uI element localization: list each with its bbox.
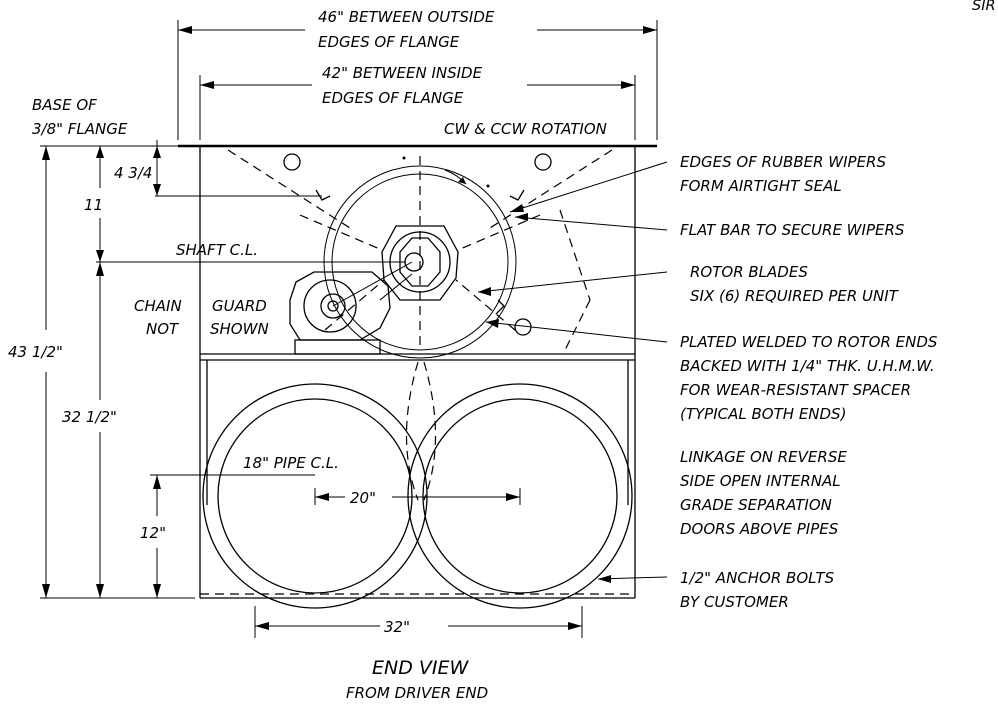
pipe-left — [202, 383, 428, 609]
plated-line3: FOR WEAR-RESISTANT SPACER — [680, 381, 911, 399]
base-flange-line2: 3/8" FLANGE — [32, 120, 128, 138]
anchor-line2: BY CUSTOMER — [680, 593, 789, 611]
dim-outside-line1: 46" BETWEEN OUTSIDE — [318, 8, 495, 26]
total-height-label: 43 1/2" — [8, 343, 63, 361]
callout-anchor: 1/2" ANCHOR BOLTS BY CUSTOMER — [597, 569, 835, 611]
pipe-height-label: 12" — [140, 524, 166, 542]
dim-outside-line2: EDGES OF FLANGE — [318, 33, 460, 51]
chain-line2: NOT — [146, 320, 180, 338]
pipe-right — [407, 383, 633, 609]
guard-line2: SHOWN — [210, 320, 269, 338]
height-11-label: 11 — [84, 196, 103, 214]
dim-height-top: 4 3/4 — [114, 140, 322, 197]
plated-line4: (TYPICAL BOTH ENDS) — [680, 405, 846, 423]
rotor-line1: ROTOR BLADES — [690, 263, 808, 281]
view-subtitle: FROM DRIVER END — [346, 684, 488, 702]
bolt-hole-top-left — [283, 153, 301, 171]
base-flange-line1: BASE OF — [32, 96, 97, 114]
plated-line2: BACKED WITH 1/4" THK. U.H.M.W. — [680, 357, 935, 375]
base-width-label: 32" — [384, 618, 410, 636]
sheet-ref: SIR — [972, 0, 996, 14]
height-top-label: 4 3/4 — [114, 164, 152, 182]
bolt-hole-top-right — [534, 153, 552, 171]
chain-line1: CHAIN — [134, 297, 182, 315]
linkage-line1: LINKAGE ON REVERSE — [680, 448, 847, 466]
shaft-cl-label: SHAFT C.L. — [176, 241, 258, 259]
guard-line1: GUARD — [212, 297, 267, 315]
dim-pipe-spacing: 20" — [314, 488, 521, 507]
rotation-note: CW & CCW ROTATION — [444, 120, 607, 138]
callout-plated: PLATED WELDED TO ROTOR ENDS BACKED WITH … — [485, 319, 938, 423]
view-title: END VIEW — [372, 657, 469, 679]
dim-inside-line2: EDGES OF FLANGE — [322, 89, 464, 107]
shaft-height-label: 32 1/2" — [62, 408, 117, 426]
dim-total-height: 43 1/2" — [8, 145, 195, 599]
dim-shaft-height: SHAFT C.L. 32 1/2" — [62, 241, 406, 598]
linkage-line3: GRADE SEPARATION — [680, 496, 832, 514]
wipers-line2: FORM AIRTIGHT SEAL — [680, 177, 842, 195]
callout-flat-bar: FLAT BAR TO SECURE WIPERS — [514, 213, 905, 239]
dim-outside-flange: 46" BETWEEN OUTSIDE EDGES OF FLANGE — [177, 8, 658, 140]
wipers-line1: EDGES OF RUBBER WIPERS — [680, 153, 886, 171]
pipe-cl-label: 18" PIPE C.L. — [243, 454, 339, 472]
note-linkage: LINKAGE ON REVERSE SIDE OPEN INTERNAL GR… — [680, 448, 847, 538]
rotor-hub — [381, 225, 459, 301]
rotor-line2: SIX (6) REQUIRED PER UNIT — [690, 287, 900, 305]
anchor-line1: 1/2" ANCHOR BOLTS — [680, 569, 835, 587]
rotor-assembly — [227, 149, 613, 359]
callout-rotor: ROTOR BLADES SIX (6) REQUIRED PER UNIT — [477, 263, 900, 305]
housing-frame — [178, 144, 657, 599]
dim-inside-flange: 42" BETWEEN INSIDE EDGES OF FLANGE — [199, 64, 636, 140]
flat-bar-label: FLAT BAR TO SECURE WIPERS — [680, 221, 905, 239]
pipe-spacing-label: 20" — [350, 489, 376, 507]
callout-wipers: EDGES OF RUBBER WIPERS FORM AIRTIGHT SEA… — [509, 153, 886, 213]
plated-line1: PLATED WELDED TO ROTOR ENDS — [680, 333, 938, 351]
linkage-line2: SIDE OPEN INTERNAL — [680, 472, 841, 490]
dim-height-11: 11 — [84, 146, 104, 262]
pipes — [202, 361, 633, 609]
dim-pipe-height: 18" PIPE C.L. 12" — [140, 454, 339, 598]
dim-base-width: 32" — [254, 606, 583, 638]
linkage-line4: DOORS ABOVE PIPES — [680, 520, 839, 538]
dim-inside-line1: 42" BETWEEN INSIDE — [322, 64, 483, 82]
drive-motor — [289, 261, 413, 341]
